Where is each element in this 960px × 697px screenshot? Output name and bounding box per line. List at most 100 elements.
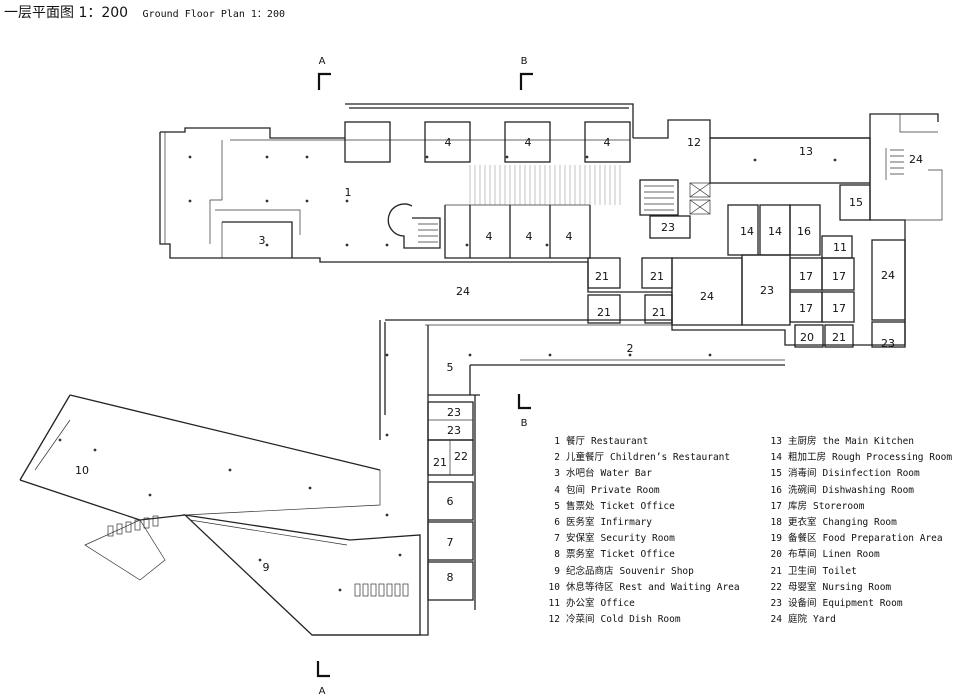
room-label: 21 [832,331,846,344]
room-label: 1 [345,186,352,199]
room-label: 21 [597,306,611,319]
legend-item-name-zh: 母婴室 [788,581,817,593]
legend-item-name-zh: 安保室 [566,533,595,545]
room-label: 4 [525,136,532,149]
legend-item-name-zh: 医务室 [566,516,595,528]
legend-item-number: 11 [548,597,560,609]
legend-item-name-en: Storeroom [813,500,865,512]
room-label: 13 [799,145,813,158]
title-zh: 一层平面图 1：200 [4,5,129,21]
section-marker-b-top: B [519,56,533,90]
legend-item: 18 更衣室 Changing Room [770,515,952,531]
section-marker-b-bottom: B [517,394,531,429]
room-label: 21 [650,270,664,283]
section-label-b-bottom: B [521,418,528,429]
legend-item-name-en: Private Room [591,484,660,496]
middle-band-walls [379,319,785,440]
room-label: 21 [595,270,609,283]
legend-item-number: 4 [554,484,560,496]
room-label: 4 [445,136,452,149]
legend-item-number: 3 [554,468,560,480]
room-label: 23 [447,406,461,419]
legend-item-name-zh: 餐厅 [566,436,586,447]
room-label: 3 [259,234,266,247]
legend-item-name-en: Toilet [822,565,857,577]
legend-item-number: 10 [548,581,560,593]
legend-item-name-en: Ticket Office [600,549,675,561]
legend-item-name-zh: 设备间 [788,597,817,609]
room-label: 24 [909,153,923,166]
legend-item-number: 20 [770,549,782,561]
room-label: 8 [447,571,454,584]
legend-item-number: 9 [554,565,560,577]
legend-item-name-en: Changing Room [822,516,897,528]
legend-item-name-en: Disinfection Room [822,468,920,480]
room-label: 21 [652,306,666,319]
legend-item-name-en: Infirmary [600,516,652,528]
legend-item-name-zh: 库房 [788,500,808,512]
room-label: 17 [832,302,846,315]
title-en: Ground Floor Plan 1：200 [142,9,285,20]
legend-item-number: 5 [554,500,560,512]
room-label: 23 [881,337,895,350]
room-label: 17 [799,302,813,315]
room-label: 2 [627,342,634,355]
legend-item-name-en: Restaurant [591,436,649,447]
legend-item-name-en: the Main Kitchen [822,436,915,447]
room-label: 17 [832,270,846,283]
section-label-b-top: B [521,56,528,67]
legend-item-number: 15 [770,468,782,480]
legend-item-number: 18 [770,516,782,528]
legend-item-name-zh: 粗加工房 [788,452,827,464]
room-label: 14 [740,225,754,238]
room-label: 12 [687,136,701,149]
legend-item-name-zh: 冷菜间 [566,614,595,626]
legend-item-name-en: Nursing Room [822,581,892,593]
legend-item-name-zh: 休息等待区 [566,581,614,593]
room-label: 6 [447,495,454,508]
structural-columns [58,155,837,592]
legend-item-name-en: Dishwashing Room [822,484,915,496]
legend-item-name-zh: 布草间 [788,549,817,561]
room-label: 14 [768,225,782,238]
legend-item-name-en: Security Room [600,533,675,545]
legend-item-number: 14 [770,452,782,464]
section-label-a-bottom: A [319,686,326,697]
room-label: 15 [849,196,863,209]
legend-item-number: 21 [770,565,782,577]
room-label: 23 [447,424,461,437]
upper-wing-walls [159,103,943,348]
legend-item: 4 包间 Private Room [548,483,740,499]
legend-item-name-zh: 包间 [566,484,586,496]
legend-item-name-zh: 庭院 [788,614,808,626]
legend-item: 16 洗碗间 Dishwashing Room [770,483,952,499]
drawing-title: 一层平面图 1：200 Ground Floor Plan 1：200 [4,2,285,22]
legend-item-number: 16 [770,484,782,496]
section-marker-a-top: A [317,56,331,90]
room-label: 11 [833,241,847,254]
legend-item-name-zh: 更衣室 [788,516,817,528]
legend-item-name-zh: 儿童餐厅 [566,452,605,464]
room-label: 7 [447,536,454,549]
legend-item-name-zh: 消毒间 [788,468,817,480]
room-label: 23 [661,221,675,234]
room-label: 10 [75,464,89,477]
legend-item-name-en: Equipment Room [822,597,903,609]
legend-item-name-zh: 水吧台 [566,468,595,480]
legend-item-name-zh: 洗碗间 [788,484,817,496]
legend-item-name-en: Office [600,597,635,609]
